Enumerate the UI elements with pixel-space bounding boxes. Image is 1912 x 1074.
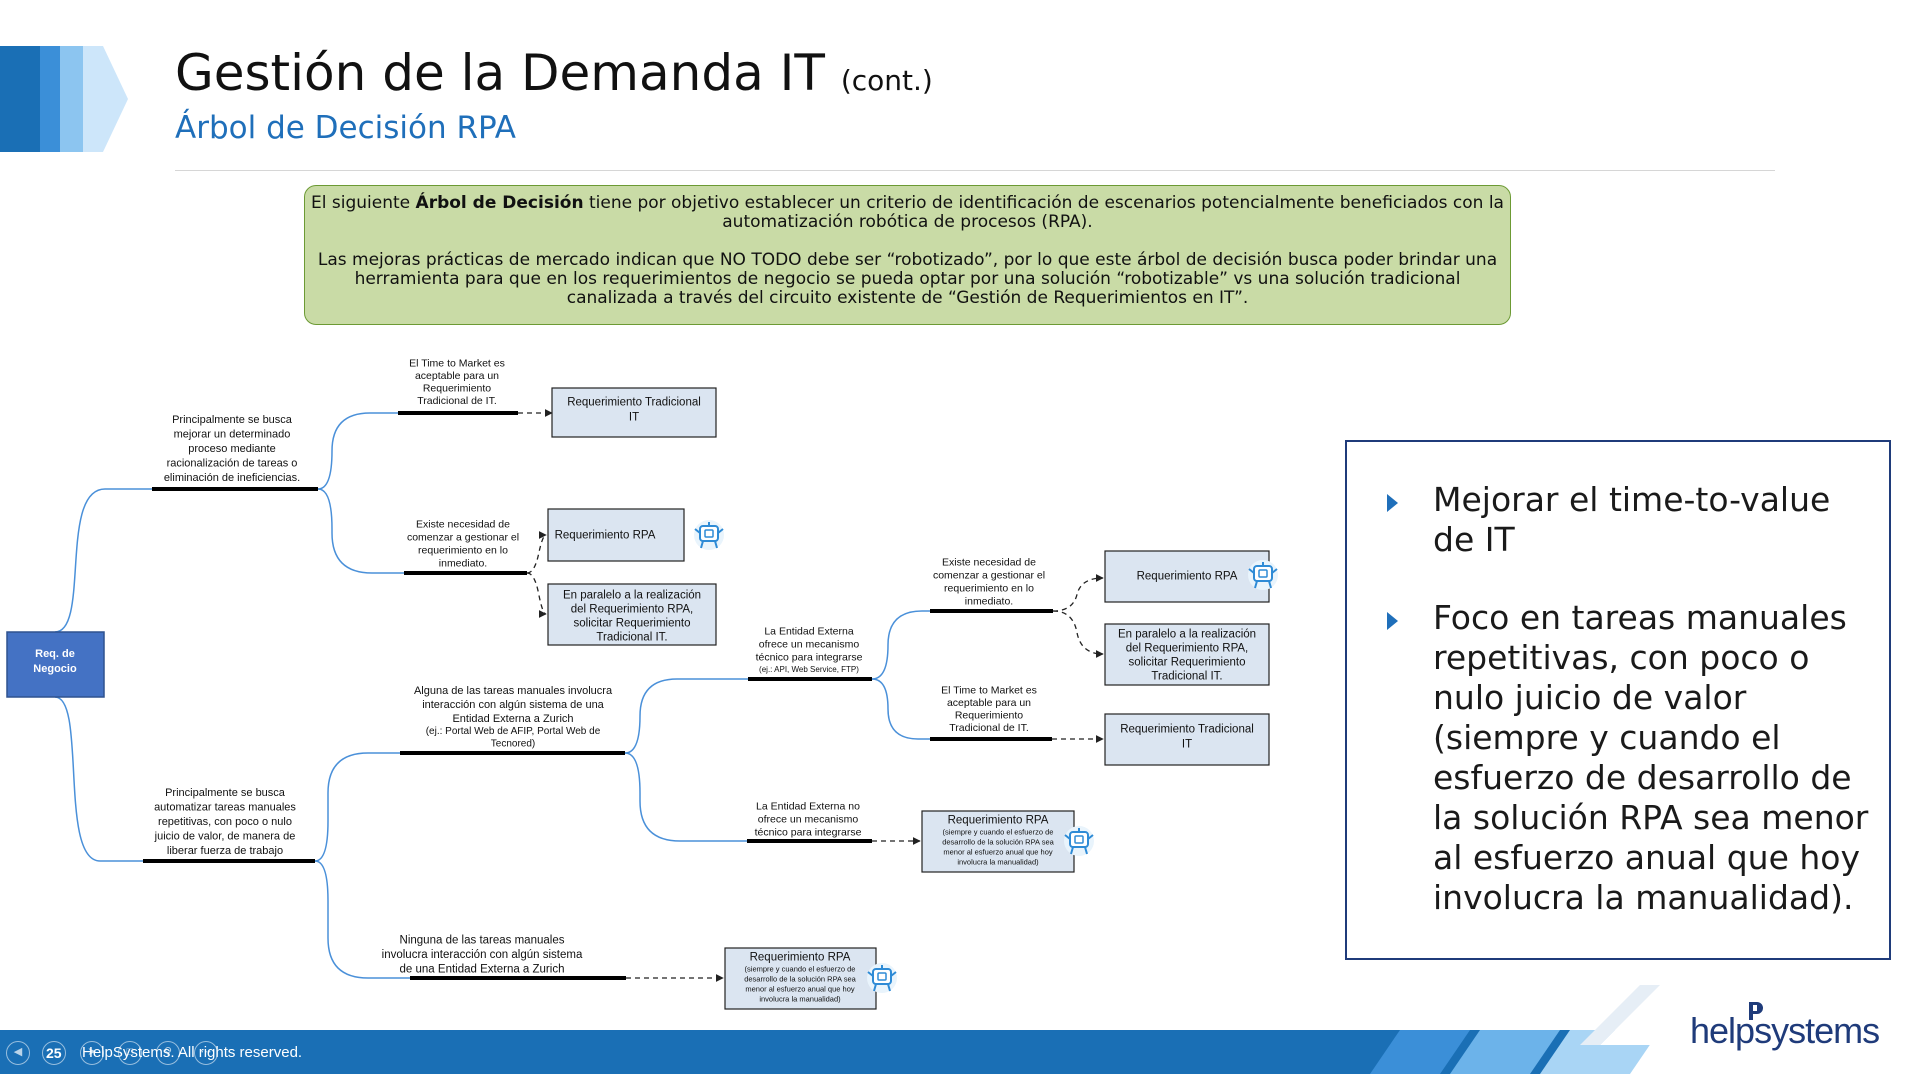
intro-box: El siguiente Árbol de Decisión tiene por… — [304, 185, 1511, 325]
result-rpa-2-label: Requerimiento RPA — [1137, 571, 1238, 583]
criterion-integration-available-example: (ej.: API, Web Service, FTP) — [759, 665, 859, 674]
result-parallel-1-box — [547, 583, 717, 646]
connector-root-c1 — [54, 488, 155, 633]
result-rpa-1-label: Requerimiento RPA — [555, 530, 656, 542]
robot-icon — [867, 963, 897, 993]
zoom-icon[interactable]: ⚲ — [156, 1041, 180, 1065]
key-point-2: Foco en tareas manuales repetitivas, con… — [1387, 598, 1869, 918]
intro-paragraph-1: El siguiente Árbol de Decisión tiene por… — [311, 193, 1504, 232]
more-icon[interactable]: ⋯ — [194, 1041, 218, 1065]
arrow-c2a1a-r5 — [1052, 610, 1104, 658]
next-icon[interactable]: ➤ — [80, 1041, 104, 1065]
bullet-arrow-icon — [1387, 494, 1398, 512]
arrow-c2a1a-r4 — [1052, 574, 1104, 612]
title-accent-block — [0, 46, 128, 152]
result-rpa-3-title: Requerimiento RPA — [948, 815, 1049, 827]
result-rpa-3-box — [921, 810, 1075, 873]
copyright-text: HelpSystems. All rights reserved. — [82, 1044, 303, 1061]
connector-c2a-c2a1 — [624, 678, 750, 754]
connector-c1-c1b — [317, 488, 408, 574]
result-rpa-1-box — [547, 508, 685, 562]
result-rpa-4-box — [724, 947, 877, 1010]
intro-paragraph-2: Las mejoras prácticas de mercado indican… — [317, 250, 1498, 308]
robot-icon — [694, 520, 724, 550]
connector-c2-c2b — [314, 860, 410, 979]
connector-root-c2 — [54, 696, 145, 862]
connector-c2a1-c2a1b — [871, 678, 930, 740]
connector-c2a1-c2a1a — [871, 610, 930, 680]
page-number: 25 — [46, 1045, 62, 1061]
robot-icon — [1248, 560, 1278, 590]
result-rpa-4-title: Requerimiento RPA — [750, 952, 851, 964]
key-point-1: Mejorar el time-to-value de IT — [1387, 480, 1869, 560]
result-parallel-2-box — [1104, 623, 1270, 686]
page-title: Gestión de la Demanda IT (cont.) — [175, 44, 933, 102]
footer-white-wedge — [1580, 985, 1912, 1045]
title-suffix: (cont.) — [840, 64, 933, 97]
menu-icon[interactable]: □ — [118, 1041, 142, 1065]
connector-c2a-c2a2 — [624, 752, 750, 842]
logo-mark-icon — [1749, 1002, 1763, 1020]
page-indicator-icon — [42, 1041, 66, 1065]
connector-c2-c2a — [314, 752, 400, 862]
root-node-box — [6, 631, 105, 698]
arrow-c1b-r3 — [526, 572, 547, 618]
robot-icon — [1064, 826, 1094, 856]
helpsystems-logo: helpsystems — [1690, 1002, 1880, 1052]
prev-icon[interactable]: ◀ — [6, 1041, 30, 1065]
result-traditional-2-box — [1104, 713, 1270, 766]
key-points-panel: Mejorar el time-to-value de IT Foco en t… — [1345, 440, 1891, 960]
connector-c1-c1a — [317, 412, 400, 490]
title-divider — [175, 170, 1775, 171]
page-subtitle: Árbol de Decisión RPA — [175, 110, 516, 146]
arrow-c1b-r2 — [526, 531, 547, 574]
bullet-arrow-icon — [1387, 612, 1398, 630]
result-traditional-1-box — [551, 387, 717, 438]
